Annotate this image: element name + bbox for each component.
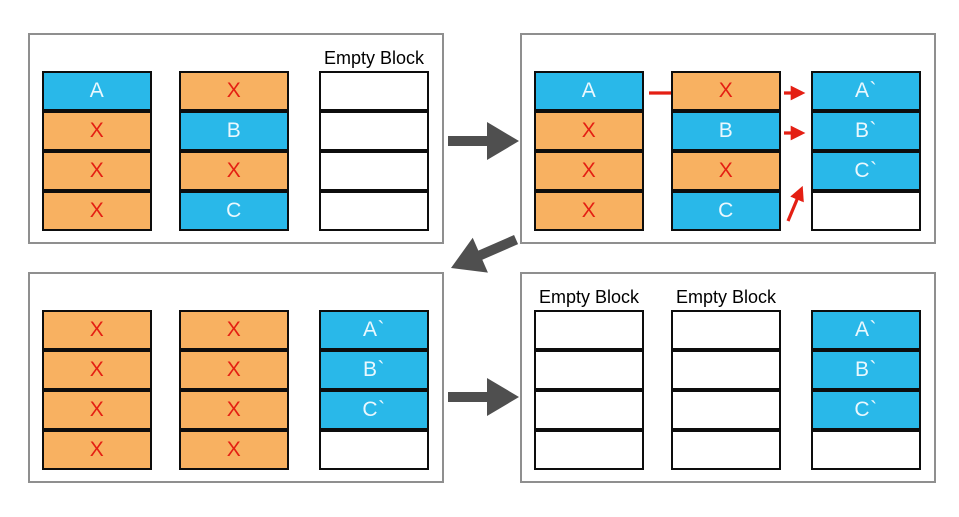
block-column: Empty Block	[319, 45, 429, 231]
page-block-x: X	[42, 111, 152, 151]
page-block-x: X	[179, 390, 289, 430]
page-block-b-prime: B`	[319, 350, 429, 390]
page-block-empty	[671, 350, 781, 390]
page-block-x: X	[42, 390, 152, 430]
page-block-x: X	[671, 151, 781, 191]
page-block-empty	[534, 430, 644, 470]
page-block-empty	[671, 430, 781, 470]
page-block-empty	[319, 191, 429, 231]
page-block-b: B	[179, 111, 289, 151]
step-arrow-2-to-3-downleft-icon	[451, 234, 519, 273]
block-column: A`B`C`	[811, 284, 921, 470]
page-block-empty	[319, 71, 429, 111]
page-block-a-prime: A`	[811, 310, 921, 350]
page-block-empty	[319, 151, 429, 191]
column-label	[811, 45, 921, 71]
page-block-b-prime: B`	[811, 111, 921, 151]
column-label	[42, 284, 152, 310]
page-block-empty	[811, 191, 921, 231]
page-block-c-prime: C`	[811, 390, 921, 430]
block-column: A`B`C`	[811, 45, 921, 231]
page-block-empty	[811, 430, 921, 470]
page-block-x: X	[534, 151, 644, 191]
page-block-x: X	[179, 71, 289, 111]
page-block-empty	[671, 310, 781, 350]
column-label: Empty Block	[538, 287, 640, 307]
page-block-x: X	[179, 430, 289, 470]
column-label	[179, 45, 289, 71]
page-block-empty	[319, 111, 429, 151]
page-block-x: X	[42, 151, 152, 191]
column-label: Empty Block	[675, 287, 777, 307]
page-block-x: X	[179, 310, 289, 350]
page-block-x: X	[671, 71, 781, 111]
column-label: Empty Block	[323, 48, 425, 68]
page-block-x: X	[42, 310, 152, 350]
block-column: Empty Block	[534, 284, 644, 470]
page-block-empty	[534, 310, 644, 350]
page-block-c-prime: C`	[811, 151, 921, 191]
column-label	[534, 45, 644, 71]
page-block-c: C	[179, 191, 289, 231]
column-label	[671, 45, 781, 71]
page-block-x: X	[534, 191, 644, 231]
page-block-empty	[534, 350, 644, 390]
page-block-x: X	[42, 430, 152, 470]
page-block-b-prime: B`	[811, 350, 921, 390]
column-label	[319, 284, 429, 310]
page-block-a-prime: A`	[319, 310, 429, 350]
block-column: A`B`C`	[319, 284, 429, 470]
page-block-empty	[319, 430, 429, 470]
step-arrow-1-to-2-right-icon	[448, 122, 519, 160]
column-label	[179, 284, 289, 310]
page-block-a: A	[42, 71, 152, 111]
page-block-x: X	[179, 350, 289, 390]
step-arrow-3-to-4-right-icon	[448, 378, 519, 416]
page-block-c-prime: C`	[319, 390, 429, 430]
page-block-a-prime: A`	[811, 71, 921, 111]
column-label	[811, 284, 921, 310]
page-block-empty	[534, 390, 644, 430]
page-block-x: X	[42, 191, 152, 231]
page-block-empty	[671, 390, 781, 430]
page-block-c: C	[671, 191, 781, 231]
column-label	[42, 45, 152, 71]
page-block-b: B	[671, 111, 781, 151]
block-column: Empty Block	[671, 284, 781, 470]
page-block-a: A	[534, 71, 644, 111]
page-block-x: X	[534, 111, 644, 151]
page-block-x: X	[179, 151, 289, 191]
page-block-x: X	[42, 350, 152, 390]
